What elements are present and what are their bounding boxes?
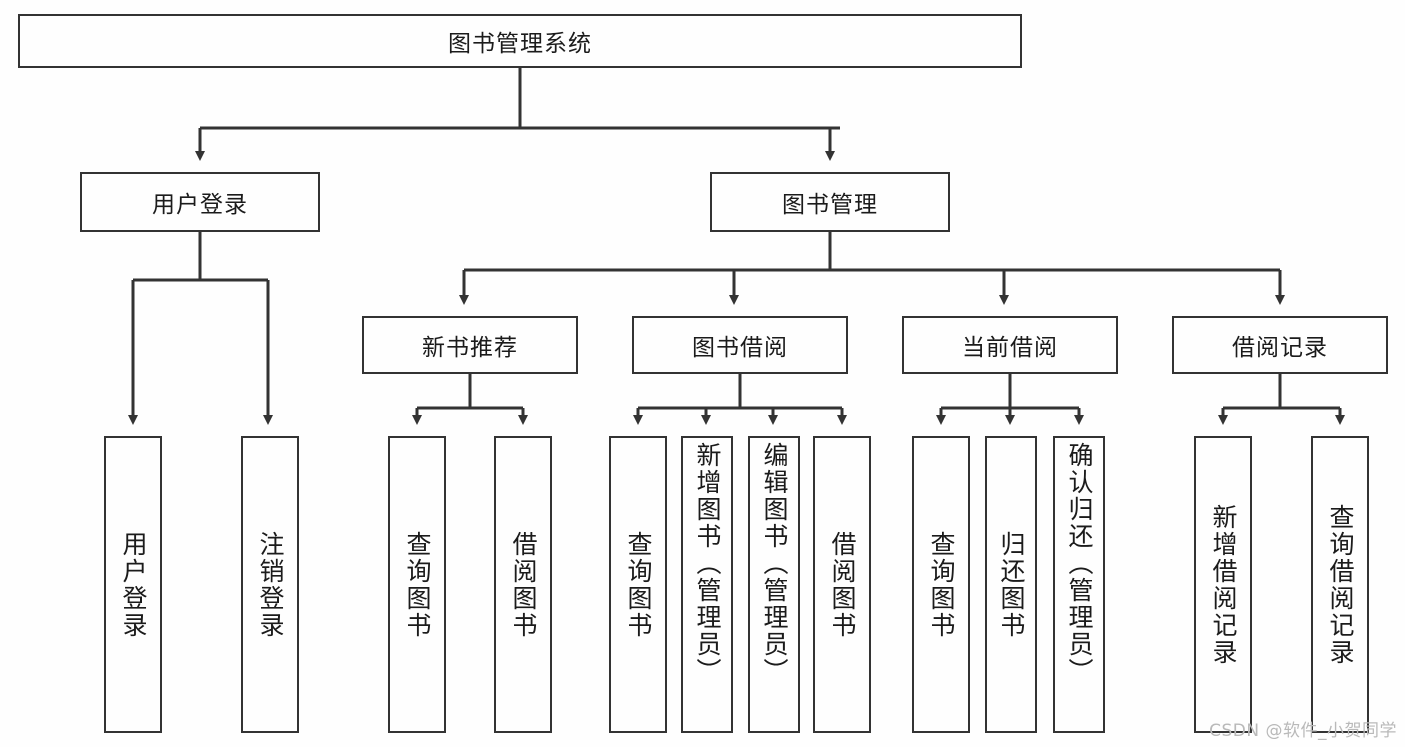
- leaf-query-book-1-label: 查询图书: [403, 530, 432, 639]
- leaf-confirm-return[interactable]: 确认归还（管理员）: [1053, 436, 1105, 733]
- node-book-manage-label: 图书管理: [782, 192, 878, 218]
- node-user-login[interactable]: 用户登录: [80, 172, 320, 232]
- leaf-add-book[interactable]: 新增图书（管理员）: [681, 436, 733, 733]
- leaf-query-record[interactable]: 查询借阅记录: [1311, 436, 1369, 733]
- leaf-add-record[interactable]: 新增借阅记录: [1194, 436, 1252, 733]
- leaf-user-login[interactable]: 用户登录: [104, 436, 162, 733]
- node-borrow-record[interactable]: 借阅记录: [1172, 316, 1388, 374]
- node-root-system[interactable]: 图书管理系统: [18, 14, 1022, 68]
- leaf-edit-book[interactable]: 编辑图书（管理员）: [748, 436, 800, 733]
- node-new-book-recommend-label: 新书推荐: [422, 335, 518, 361]
- node-book-borrow[interactable]: 图书借阅: [632, 316, 848, 374]
- leaf-return-book[interactable]: 归还图书: [985, 436, 1037, 733]
- node-user-login-label: 用户登录: [152, 192, 248, 218]
- leaf-query-record-label: 查询借阅记录: [1326, 503, 1355, 666]
- leaf-edit-book-label: 编辑图书（管理员）: [760, 442, 789, 685]
- leaf-borrow-book-1-label: 借阅图书: [509, 530, 538, 639]
- leaf-query-book-1[interactable]: 查询图书: [388, 436, 446, 733]
- leaf-add-record-label: 新增借阅记录: [1209, 503, 1238, 666]
- leaf-query-book-3[interactable]: 查询图书: [912, 436, 970, 733]
- leaf-confirm-return-label: 确认归还（管理员）: [1065, 442, 1094, 685]
- leaf-query-book-3-label: 查询图书: [927, 530, 956, 639]
- node-new-book-recommend[interactable]: 新书推荐: [362, 316, 578, 374]
- leaf-borrow-book-2-label: 借阅图书: [828, 530, 857, 639]
- leaf-return-book-label: 归还图书: [997, 530, 1026, 639]
- node-book-borrow-label: 图书借阅: [692, 335, 788, 361]
- leaf-add-book-label: 新增图书（管理员）: [693, 442, 722, 685]
- node-current-borrow[interactable]: 当前借阅: [902, 316, 1118, 374]
- leaf-user-logout-label: 注销登录: [256, 530, 285, 639]
- node-borrow-record-label: 借阅记录: [1232, 335, 1328, 361]
- leaf-user-login-label: 用户登录: [119, 530, 148, 639]
- leaf-query-book-2[interactable]: 查询图书: [609, 436, 667, 733]
- leaf-borrow-book-1[interactable]: 借阅图书: [494, 436, 552, 733]
- leaf-query-book-2-label: 查询图书: [624, 530, 653, 639]
- leaf-borrow-book-2[interactable]: 借阅图书: [813, 436, 871, 733]
- node-book-manage[interactable]: 图书管理: [710, 172, 950, 232]
- csdn-watermark: CSDN @软件_小贺同学: [1209, 721, 1397, 741]
- leaf-user-logout[interactable]: 注销登录: [241, 436, 299, 733]
- node-root-label: 图书管理系统: [448, 31, 592, 57]
- node-current-borrow-label: 当前借阅: [962, 335, 1058, 361]
